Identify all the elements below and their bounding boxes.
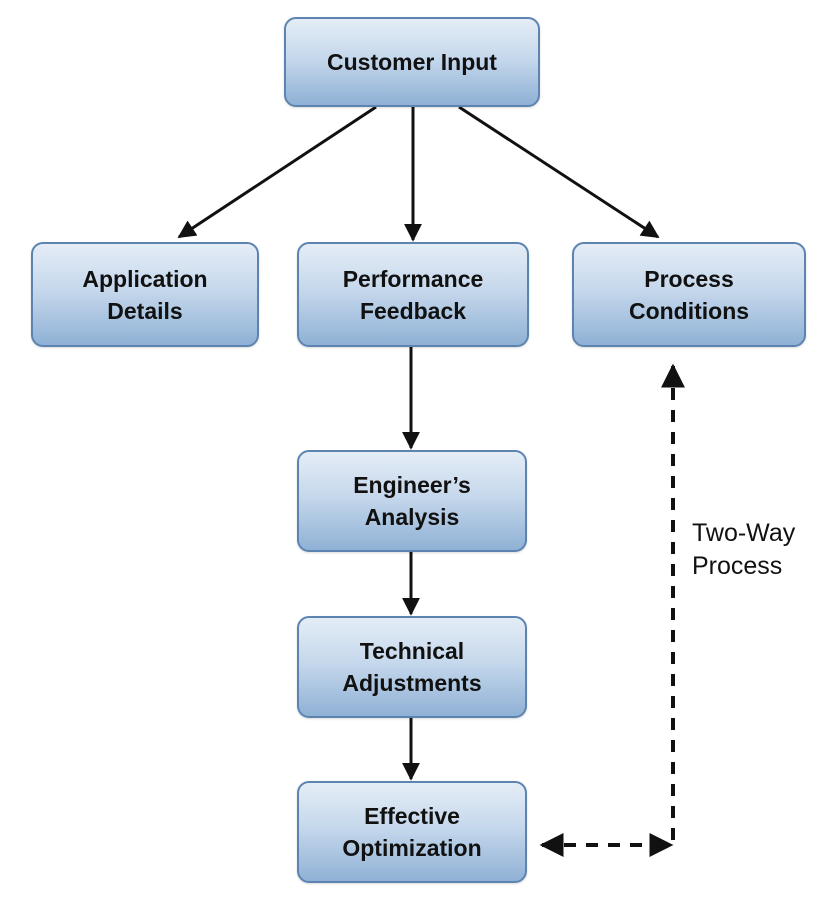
node-process-conditions[interactable]: Process Conditions — [572, 242, 806, 347]
node-label: Application Details — [82, 265, 208, 324]
node-label: Effective Optimization — [342, 803, 482, 861]
node-effective-optimization[interactable]: Effective Optimization — [297, 781, 527, 883]
node-label: Process Conditions — [628, 265, 750, 324]
node-label: Technical Adjustments — [342, 638, 482, 696]
node-label: Customer Input — [327, 49, 497, 75]
node-engineers-analysis[interactable]: Engineer’s Analysis — [297, 450, 527, 552]
edge-customer-to-process — [458, 105, 660, 239]
node-label: Performance Feedback — [342, 265, 484, 324]
node-customer-input[interactable]: Customer Input — [284, 17, 540, 107]
edge-customer-to-application — [177, 105, 377, 239]
node-performance-feedback[interactable]: Performance Feedback — [297, 242, 529, 347]
two-way-process-label: Two-Way Process — [692, 519, 796, 580]
node-label: Engineer’s Analysis — [353, 472, 471, 530]
node-technical-adjustments[interactable]: Technical Adjustments — [297, 616, 527, 718]
node-application-details[interactable]: Application Details — [31, 242, 259, 347]
